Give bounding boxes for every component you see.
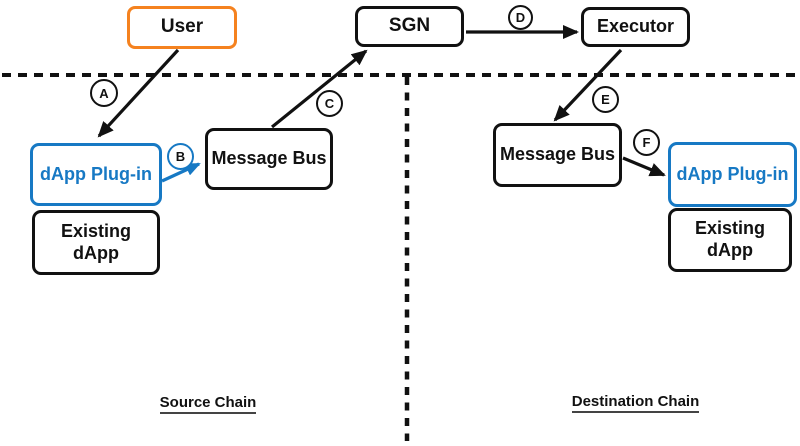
source-existing-dapp-label: Existing dApp: [60, 220, 131, 263]
destination-message-bus-label: Message Bus: [499, 144, 616, 165]
source-dapp-plugin-node: dApp Plug-in: [30, 143, 162, 206]
step-b-badge: B: [167, 143, 194, 170]
sgn-node-label: SGN: [388, 15, 431, 37]
source-dapp-plugin-label: dApp Plug-in: [40, 163, 152, 184]
destination-chain-label-text: Destination Chain: [571, 393, 700, 413]
step-c-badge: C: [316, 90, 343, 117]
step-f-label: F: [642, 135, 651, 150]
arrow-f-bus-to-plugin: [622, 156, 666, 177]
user-node-label: User: [160, 16, 204, 38]
executor-node-label: Executor: [596, 16, 675, 37]
destination-message-bus-node: Message Bus: [493, 123, 622, 187]
destination-dapp-plugin-label: dApp Plug-in: [676, 163, 789, 184]
destination-existing-dapp-label: Existing dApp: [694, 218, 765, 260]
step-e-label: E: [601, 92, 610, 107]
source-existing-dapp-node: Existing dApp: [32, 210, 160, 275]
step-d-label: D: [515, 10, 526, 25]
source-chain-label-text: Source Chain: [159, 394, 257, 414]
source-chain-label: Source Chain: [138, 394, 278, 414]
destination-existing-dapp-node: Existing dApp: [668, 208, 792, 272]
step-f-badge: F: [633, 129, 660, 156]
step-c-label: C: [324, 96, 335, 111]
source-message-bus-node: Message Bus: [205, 128, 333, 190]
step-a-label: A: [99, 85, 109, 101]
step-d-badge: D: [508, 5, 533, 30]
step-b-label: B: [175, 149, 186, 164]
destination-chain-label: Destination Chain: [553, 393, 718, 413]
arrow-c-bus-to-sgn: [270, 49, 368, 129]
sgn-node: SGN: [355, 6, 464, 47]
step-a-badge: A: [90, 79, 118, 107]
destination-dapp-plugin-node: dApp Plug-in: [668, 142, 797, 207]
executor-node: Executor: [581, 7, 690, 47]
user-node: User: [127, 6, 237, 49]
source-message-bus-label: Message Bus: [211, 148, 327, 169]
step-e-badge: E: [592, 86, 619, 113]
